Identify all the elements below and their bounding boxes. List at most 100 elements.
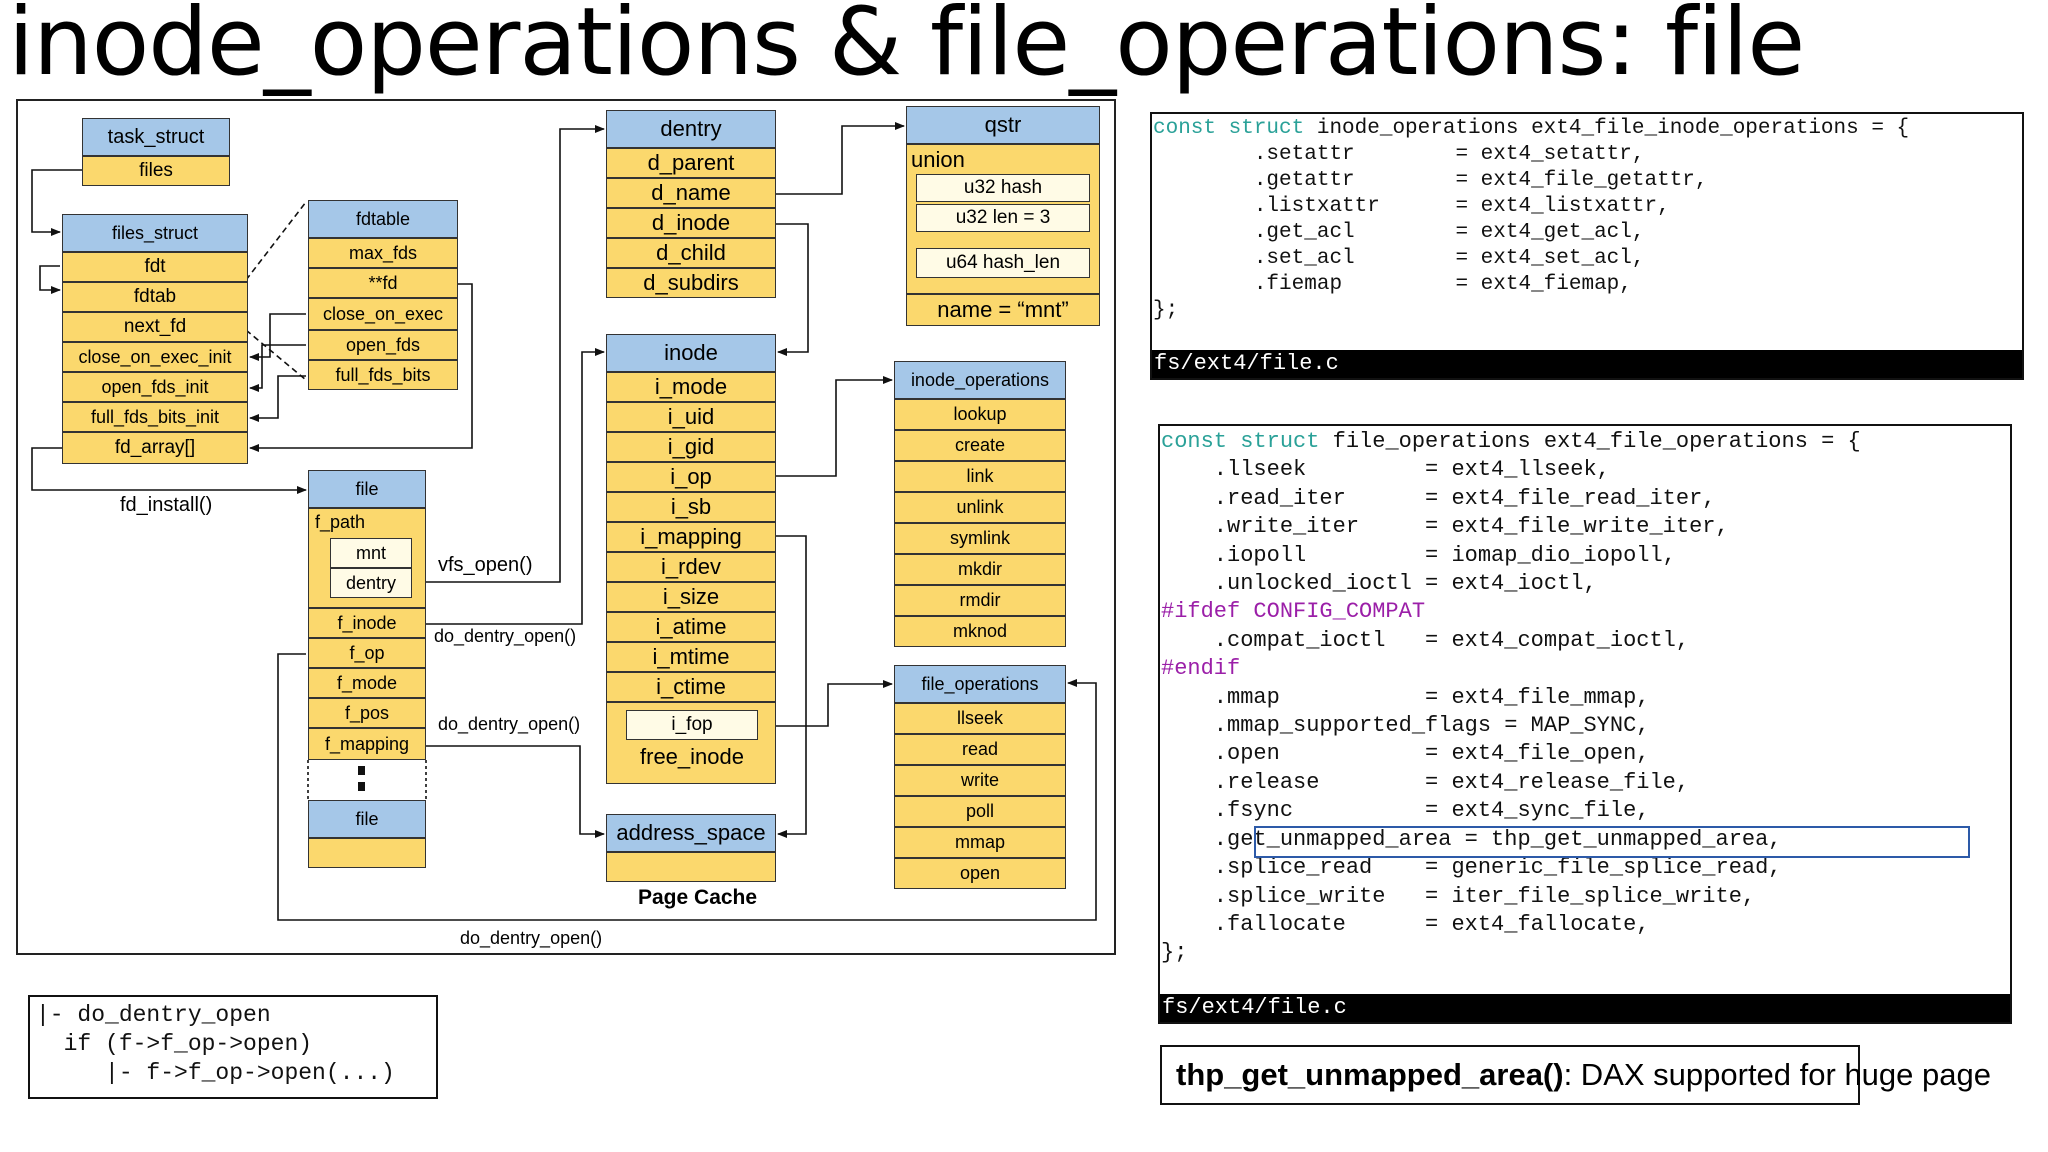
inode-i-fop: i_fop xyxy=(626,710,758,740)
inode-operations-field: symlink xyxy=(894,523,1066,554)
fdtable-field: **fd xyxy=(308,268,458,298)
file-next-header: file xyxy=(308,800,426,838)
inode-operations-field: unlink xyxy=(894,492,1066,523)
code-line: .iopoll = iomap_dio_iopoll, xyxy=(1161,542,1676,568)
file-field: f_mode xyxy=(308,668,426,698)
file-field: f_pos xyxy=(308,698,426,728)
inode-field: i_uid xyxy=(606,402,776,432)
inode-operations-code: const struct inode_operations ext4_file_… xyxy=(1150,112,2024,380)
file-operations-field: llseek xyxy=(894,703,1066,734)
files-struct-field: open_fds_init xyxy=(62,372,248,402)
inode-field: i_mode xyxy=(606,372,776,402)
inode-field: i_sb xyxy=(606,492,776,522)
files-struct-field: next_fd xyxy=(62,312,248,342)
do-dentry-open-label: do_dentry_open() xyxy=(438,714,581,734)
file-operations-field: read xyxy=(894,734,1066,765)
code-keyword: const struct xyxy=(1153,117,1305,140)
page-title: inode_operations & file_operations: file xyxy=(8,0,1805,97)
files-struct-header: files_struct xyxy=(62,214,248,252)
file-path-bar: fs/ext4/file.c xyxy=(1160,994,2010,1022)
fd-install-label: fd_install() xyxy=(120,494,213,516)
inode-operations-field: rmdir xyxy=(894,585,1066,616)
code-line: .fiemap = ext4_fiemap, xyxy=(1153,273,1632,296)
ellipsis-dot xyxy=(358,782,365,791)
inode-operations-field: mknod xyxy=(894,616,1066,647)
code-line: .fsync = ext4_sync_file, xyxy=(1161,798,1650,824)
dentry-header: dentry xyxy=(606,110,776,148)
file-field: f_mapping xyxy=(308,728,426,760)
code-preprocessor: #endif xyxy=(1161,656,1241,682)
file-operations-code: const struct file_operations ext4_file_o… xyxy=(1158,424,2012,1024)
fdtable-field: close_on_exec xyxy=(308,298,458,330)
code-closing: }; xyxy=(1153,299,1179,322)
address-space-header: address_space xyxy=(606,814,776,852)
dentry-field: d_parent xyxy=(606,148,776,178)
code-line: .fallocate = ext4_fallocate, xyxy=(1161,911,1650,937)
inode-operations-field: create xyxy=(894,430,1066,461)
fdtable-field: max_fds xyxy=(308,238,458,268)
trace-line: |- do_dentry_open xyxy=(36,1002,271,1028)
note-box: thp_get_unmapped_area(): DAX supported f… xyxy=(1160,1045,1991,1105)
ellipsis-dot xyxy=(358,766,365,775)
task-struct-header: task_struct xyxy=(82,118,230,156)
file-operations-field: write xyxy=(894,765,1066,796)
code-line: .open = ext4_file_open, xyxy=(1161,741,1650,767)
files-struct-field: fdtab xyxy=(62,282,248,312)
trace-line: |- f->f_op->open(...) xyxy=(36,1060,395,1086)
inode-ops-code-text: const struct inode_operations ext4_file_… xyxy=(1152,114,2022,324)
file-field: f_inode xyxy=(308,608,426,638)
code-line: .mmap_supported_flags = MAP_SYNC, xyxy=(1161,713,1650,739)
file-ops-code-text: const struct file_operations ext4_file_o… xyxy=(1160,426,2010,968)
code-line: .release = ext4_release_file, xyxy=(1161,769,1690,795)
note-text: : DAX supported for huge page xyxy=(1563,1057,1991,1092)
qstr-hash: u32 hash xyxy=(916,174,1090,202)
inode-operations-field: mkdir xyxy=(894,554,1066,585)
note-function: thp_get_unmapped_area() xyxy=(1176,1057,1564,1092)
vfs-open-label: vfs_open() xyxy=(438,554,533,576)
fdtable-header: fdtable xyxy=(308,200,458,238)
code-line: .splice_read = generic_file_splice_read, xyxy=(1161,855,1782,881)
code-line: .llseek = ext4_llseek, xyxy=(1161,457,1610,483)
files-struct-field: close_on_exec_init xyxy=(62,342,248,372)
files-struct-field: fd_array[] xyxy=(62,432,248,464)
qstr-hash-len: u64 hash_len xyxy=(916,248,1090,278)
code-line: .write_iter = ext4_file_write_iter, xyxy=(1161,514,1729,540)
fdtable-field: full_fds_bits xyxy=(308,360,458,390)
code-line: .set_acl = ext4_set_acl, xyxy=(1153,247,1645,270)
code-line-highlighted: .get_unmapped_area = thp_get_unmapped_ar… xyxy=(1161,826,1782,852)
code-line: .mmap = ext4_file_mmap, xyxy=(1161,684,1650,710)
trace-line: if (f->f_op->open) xyxy=(36,1031,313,1057)
inode-operations-header: inode_operations xyxy=(894,361,1066,399)
file-field: f_op xyxy=(308,638,426,668)
code-header: inode_operations ext4_file_inode_operati… xyxy=(1304,117,1910,140)
highlight-box xyxy=(1254,826,1970,858)
code-line: .splice_write = iter_file_splice_write, xyxy=(1161,883,1756,909)
inode-operations-field: lookup xyxy=(894,399,1066,430)
code-preprocessor: #ifdef CONFIG_COMPAT xyxy=(1161,599,1426,625)
inode-field: i_atime xyxy=(606,612,776,642)
files-struct-field: full_fds_bits_init xyxy=(62,402,248,432)
call-trace-box: |- do_dentry_open if (f->f_op->open) |- … xyxy=(28,995,438,1099)
inode-field: i_rdev xyxy=(606,552,776,582)
dentry-field: d_child xyxy=(606,238,776,268)
file-operations-field: poll xyxy=(894,796,1066,827)
f-path-dentry: dentry xyxy=(330,568,412,598)
file-operations-field: open xyxy=(894,858,1066,889)
file-operations-field: mmap xyxy=(894,827,1066,858)
qstr-name: name = “mnt” xyxy=(906,294,1100,326)
code-keyword: const struct xyxy=(1161,429,1320,454)
code-line: .setattr = ext4_setattr, xyxy=(1153,143,1645,166)
files-struct-field: fdt xyxy=(62,252,248,282)
task-struct-files-field: files xyxy=(82,156,230,186)
address-space-field xyxy=(606,852,776,882)
code-line: .read_iter = ext4_file_read_iter, xyxy=(1161,485,1716,511)
inode-field: i_size xyxy=(606,582,776,612)
code-line: .get_acl = ext4_get_acl, xyxy=(1153,221,1645,244)
qstr-len: u32 len = 3 xyxy=(916,204,1090,232)
qstr-header: qstr xyxy=(906,106,1100,144)
diagram-frame xyxy=(16,99,1116,955)
inode-operations-field: link xyxy=(894,461,1066,492)
f-path-mnt: mnt xyxy=(330,538,412,568)
file-header: file xyxy=(308,470,426,508)
